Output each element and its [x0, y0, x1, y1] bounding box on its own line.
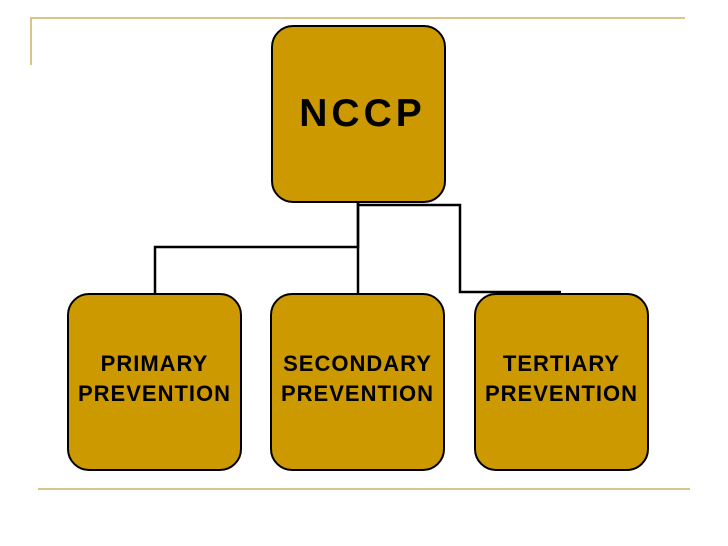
slide-left-rule: [30, 17, 32, 65]
slide-bottom-rule: [38, 488, 690, 490]
root-node: NCCP: [271, 25, 446, 203]
connector-to-primary: [153, 203, 360, 293]
node-label-line-2: PREVENTION: [77, 380, 232, 406]
node-tertiary-prevention: TERTIARY PREVENTION: [474, 293, 649, 471]
node-label-line-1: SECONDARY: [283, 351, 432, 376]
node-label-line-1: TERTIARY: [502, 351, 621, 376]
node-label-line-2: PREVENTION: [280, 380, 435, 406]
node-secondary-prevention: SECONDARY PREVENTION: [270, 293, 445, 471]
node-label-line-2: PREVENTION: [484, 380, 639, 406]
root-node-label: NCCP: [299, 92, 426, 135]
connector-to-tertiary: [358, 203, 561, 294]
node-label-line-1: PRIMARY: [100, 351, 209, 376]
node-primary-prevention: PRIMARY PREVENTION: [67, 293, 242, 471]
slide-top-rule: [30, 17, 685, 19]
